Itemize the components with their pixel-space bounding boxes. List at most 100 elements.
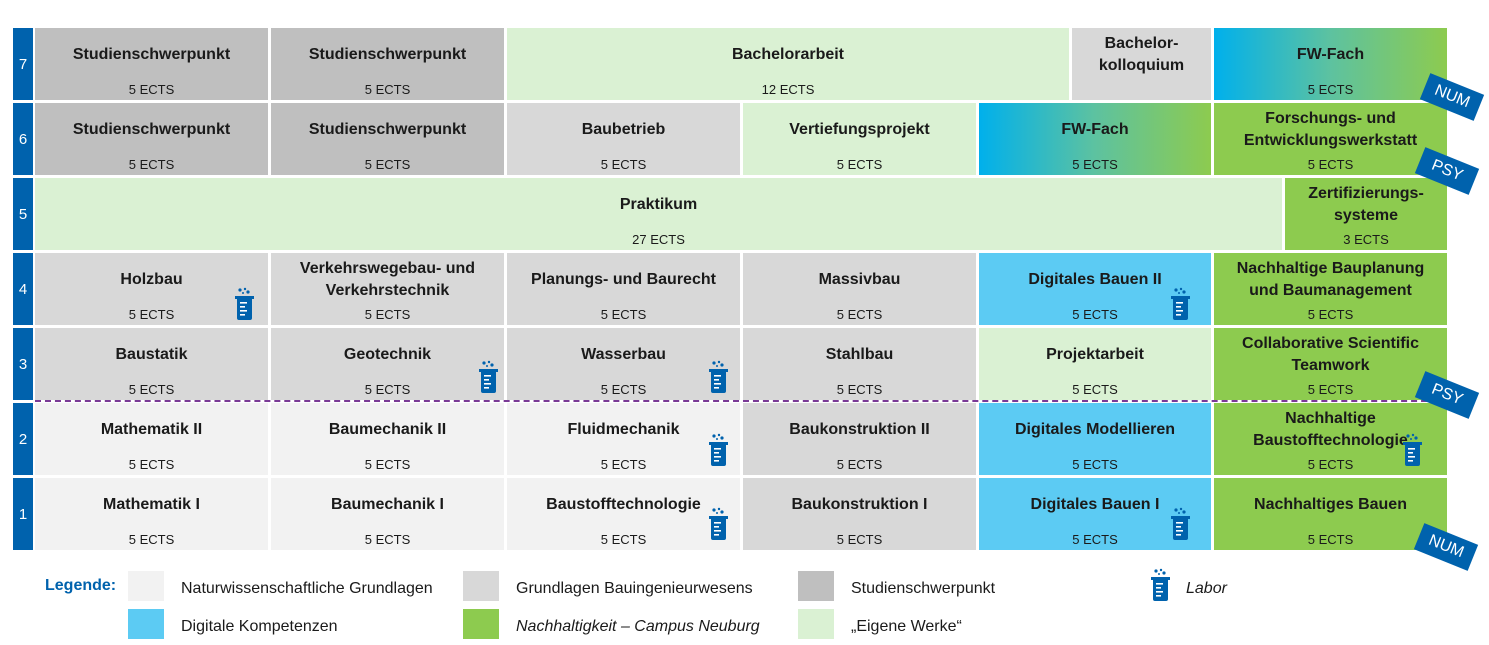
beaker-icon bbox=[1403, 433, 1422, 466]
module-title: Baubetrieb bbox=[581, 121, 666, 138]
module-title: Stahlbau bbox=[825, 346, 894, 363]
legend-swatch-studienschwerpunkt bbox=[798, 571, 834, 601]
module-s7-bachelorkolloquium: Bachelor- kolloquium bbox=[1072, 28, 1211, 100]
module-s4-planungsrecht: Planungs- und Baurecht 5 ECTS bbox=[507, 253, 740, 325]
module-ects: 5 ECTS bbox=[128, 157, 175, 172]
module-s4-nachhaltige-bauplanung: Nachhaltige Bauplanung und Baumanagement… bbox=[1214, 253, 1447, 325]
module-ects: 5 ECTS bbox=[128, 382, 175, 397]
module-title: Baumechanik I bbox=[331, 496, 444, 513]
module-s7-studienschwerpunkt-2: Studienschwerpunkt 5 ECTS bbox=[271, 28, 504, 100]
module-s6-forschungswerkstatt: Forschungs- und Entwicklungswerkstatt 5 … bbox=[1214, 103, 1447, 175]
beaker-icon bbox=[235, 287, 254, 320]
legend-label: Nachhaltigkeit – Campus Neuburg bbox=[516, 618, 760, 635]
module-title: Planungs- und Baurecht bbox=[531, 271, 716, 288]
module-s2-fluidmechanik: Fluidmechanik 5 ECTS bbox=[507, 403, 740, 475]
module-ects: 5 ECTS bbox=[1072, 457, 1118, 472]
module-s4-verkehrswegebau: Verkehrswegebau- und Verkehrstechnik 5 E… bbox=[271, 253, 504, 325]
module-ects: 5 ECTS bbox=[1307, 382, 1354, 397]
module-s2-baumechanik-2: Baumechanik II 5 ECTS bbox=[271, 403, 504, 475]
module-s4-holzbau: Holzbau 5 ECTS bbox=[35, 253, 268, 325]
module-s3-baustatik: Baustatik 5 ECTS bbox=[35, 328, 268, 400]
module-s1-mathematik-1: Mathematik I 5 ECTS bbox=[35, 478, 268, 550]
legend-label: Grundlagen Bauingenieurwesens bbox=[516, 580, 753, 597]
module-ects: 5 ECTS bbox=[364, 82, 411, 97]
module-title: Verkehrswegebau- und Verkehrstechnik bbox=[299, 260, 476, 299]
module-ects: 3 ECTS bbox=[1343, 232, 1389, 247]
module-title: Digitales Modellieren bbox=[1014, 421, 1176, 438]
module-ects: 27 ECTS bbox=[632, 232, 685, 247]
beaker-icon bbox=[709, 507, 728, 540]
module-title: Forschungs- und Entwicklungswerkstatt bbox=[1243, 110, 1418, 149]
module-title: Nachhaltige Baustofftechnologie bbox=[1253, 410, 1408, 449]
divider-line bbox=[35, 400, 1447, 402]
module-s7-studienschwerpunkt-1: Studienschwerpunkt 5 ECTS bbox=[35, 28, 268, 100]
legend-label: Labor bbox=[1186, 580, 1227, 597]
module-ects: 5 ECTS bbox=[364, 457, 411, 472]
module-s1-nachhaltiges-bauen: Nachhaltiges Bauen 5 ECTS bbox=[1214, 478, 1447, 550]
module-title: Studienschwerpunkt bbox=[308, 46, 467, 63]
module-ects: 5 ECTS bbox=[1072, 532, 1118, 547]
beaker-icon bbox=[1171, 287, 1190, 320]
module-s1-baumechanik-1: Baumechanik I 5 ECTS bbox=[271, 478, 504, 550]
module-ects: 5 ECTS bbox=[600, 307, 647, 322]
beaker-icon bbox=[479, 360, 498, 393]
legend-swatch-eigene-werke bbox=[798, 609, 834, 639]
module-ects: 5 ECTS bbox=[1072, 382, 1118, 397]
module-title: Nachhaltige Bauplanung und Baumanagement bbox=[1236, 260, 1425, 299]
module-s7-bachelorarbeit: Bachelorarbeit 12 ECTS bbox=[507, 28, 1069, 100]
module-title: Bachelorarbeit bbox=[731, 46, 845, 63]
module-ects: 5 ECTS bbox=[1307, 532, 1354, 547]
module-title: Wasserbau bbox=[581, 346, 666, 363]
module-ects: 5 ECTS bbox=[364, 157, 411, 172]
beaker-icon bbox=[1151, 568, 1170, 601]
module-s4-massivbau: Massivbau 5 ECTS bbox=[743, 253, 976, 325]
module-s3-collaborative-teamwork: Collaborative Scientific Teamwork 5 ECTS bbox=[1214, 328, 1447, 400]
module-title: Baukonstruktion I bbox=[791, 496, 928, 513]
module-title: Vertiefungsprojekt bbox=[789, 121, 930, 138]
module-title: Zertifizierungs- systeme bbox=[1308, 185, 1424, 224]
beaker-icon bbox=[1171, 507, 1190, 540]
module-title: Fluidmechanik bbox=[567, 421, 680, 438]
module-title: FW-Fach bbox=[1061, 121, 1129, 138]
semester-label-4: 4 bbox=[13, 253, 33, 325]
module-ects: 5 ECTS bbox=[836, 457, 883, 472]
module-s5-praktikum: Praktikum 27 ECTS bbox=[35, 178, 1282, 250]
module-s3-projektarbeit: Projektarbeit 5 ECTS bbox=[979, 328, 1211, 400]
module-ects: 5 ECTS bbox=[1307, 157, 1354, 172]
module-title: Baustatik bbox=[115, 346, 188, 363]
module-ects: 5 ECTS bbox=[600, 532, 647, 547]
legend-label: „Eigene Werke“ bbox=[851, 618, 962, 635]
module-s6-studienschwerpunkt-2: Studienschwerpunkt 5 ECTS bbox=[271, 103, 504, 175]
module-ects: 5 ECTS bbox=[836, 307, 883, 322]
module-ects: 5 ECTS bbox=[128, 82, 175, 97]
module-s1-baukonstruktion-1: Baukonstruktion I 5 ECTS bbox=[743, 478, 976, 550]
module-ects: 5 ECTS bbox=[836, 532, 883, 547]
module-ects: 12 ECTS bbox=[761, 82, 815, 97]
module-title: Mathematik I bbox=[103, 496, 200, 513]
semester-label-5: 5 bbox=[13, 178, 33, 250]
semester-label-1: 1 bbox=[13, 478, 33, 550]
module-title: Baumechanik II bbox=[328, 421, 447, 438]
module-title: Studienschwerpunkt bbox=[72, 121, 231, 138]
module-ects: 5 ECTS bbox=[600, 457, 647, 472]
module-s2-baukonstruktion-2: Baukonstruktion II 5 ECTS bbox=[743, 403, 976, 475]
module-ects: 5 ECTS bbox=[128, 532, 175, 547]
module-ects: 5 ECTS bbox=[128, 307, 175, 322]
module-ects: 5 ECTS bbox=[128, 457, 175, 472]
semester-label-6: 6 bbox=[13, 103, 33, 175]
module-title: Collaborative Scientific Teamwork bbox=[1242, 335, 1419, 374]
module-ects: 5 ECTS bbox=[600, 382, 647, 397]
beaker-icon bbox=[709, 360, 728, 393]
beaker-icon bbox=[709, 433, 728, 466]
module-ects: 5 ECTS bbox=[1072, 307, 1118, 322]
module-s5-zertifizierungssysteme: Zertifizierungs- systeme 3 ECTS bbox=[1285, 178, 1447, 250]
legend-label: Digitale Kompetenzen bbox=[181, 618, 338, 635]
module-s6-studienschwerpunkt-1: Studienschwerpunkt 5 ECTS bbox=[35, 103, 268, 175]
module-s4-digitales-bauen-2: Digitales Bauen II 5 ECTS bbox=[979, 253, 1211, 325]
module-ects: 5 ECTS bbox=[1072, 157, 1118, 172]
module-s6-vertiefungsprojekt: Vertiefungsprojekt 5 ECTS bbox=[743, 103, 976, 175]
module-s1-baustofftechnologie: Baustofftechnologie 5 ECTS bbox=[507, 478, 740, 550]
module-ects: 5 ECTS bbox=[364, 307, 411, 322]
module-title: Studienschwerpunkt bbox=[308, 121, 467, 138]
module-ects: 5 ECTS bbox=[1307, 457, 1354, 472]
